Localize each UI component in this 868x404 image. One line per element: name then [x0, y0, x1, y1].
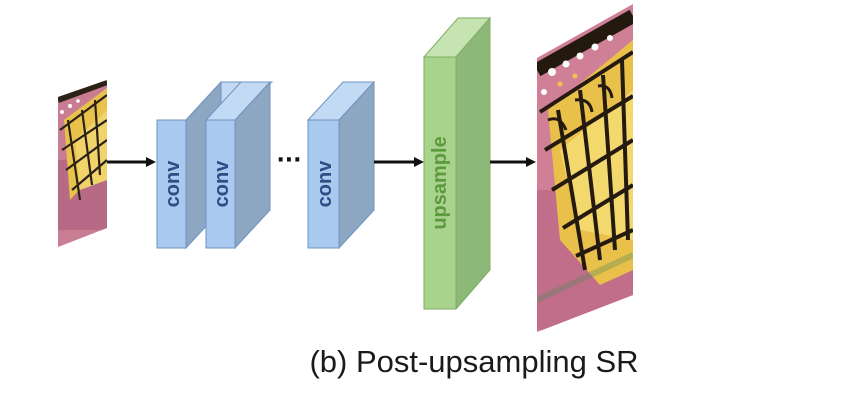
conv-block-2: conv — [204, 80, 272, 250]
conv-label-1: conv — [162, 160, 184, 208]
conv-block-3: conv — [306, 80, 376, 250]
figure-caption: (b) Post-upsampling SR — [309, 344, 639, 379]
upsample-label: upsample — [429, 136, 451, 229]
ellipsis: ··· — [276, 148, 301, 173]
upsample-block: upsample — [422, 16, 492, 311]
input-image — [58, 80, 107, 247]
conv-label-2: conv — [211, 160, 233, 208]
conv-label-3: conv — [314, 160, 336, 208]
output-image — [537, 4, 633, 332]
